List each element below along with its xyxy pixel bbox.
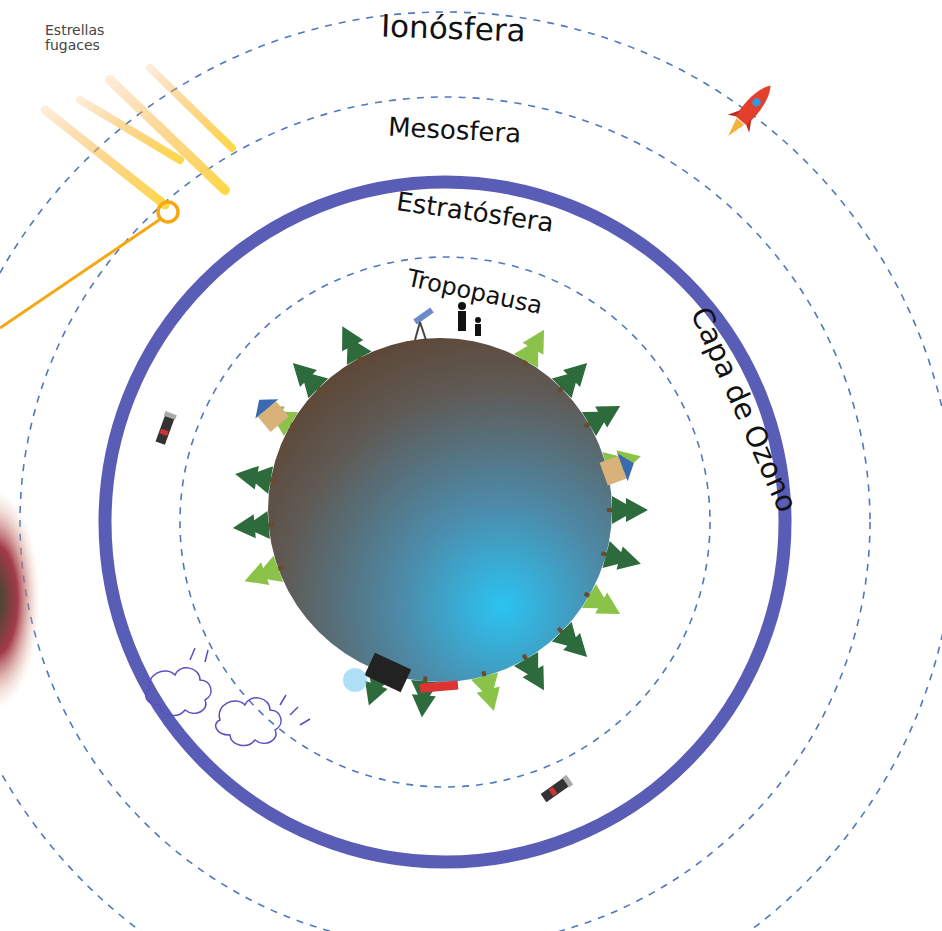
tree [232,511,275,542]
tree [578,394,628,439]
tree [330,320,374,369]
tree [511,323,556,373]
observers [415,302,481,340]
layer-label: Capa de Ozono [682,300,803,520]
tree [233,460,278,495]
leader-line [0,218,162,328]
tropopause-ring [180,257,710,787]
tree [470,668,508,715]
layer-label: Tropopausa [402,264,548,320]
layer-label: Ionósfera [377,8,529,47]
photo-fragment [0,490,40,710]
layer-label: Mesosfera [385,112,526,148]
factory [343,653,458,693]
rocket [717,76,781,145]
shooting-stars [45,68,232,205]
tree [240,554,288,594]
mesosphere-ring [20,97,870,931]
tree [578,581,628,626]
tree [598,540,645,578]
tree [511,648,556,698]
earth [268,338,612,682]
ionosphere-ring [0,12,942,931]
houses [248,390,639,488]
highlight-circle [158,202,178,222]
tree [607,496,648,524]
tree [548,618,597,667]
ozone-layer-ring [105,182,785,862]
clouds [146,648,310,745]
tree [548,353,597,402]
callout-label: Estrellas fugaces [42,23,128,54]
tree [283,353,332,402]
vegetation [232,320,648,719]
tree [408,675,439,718]
